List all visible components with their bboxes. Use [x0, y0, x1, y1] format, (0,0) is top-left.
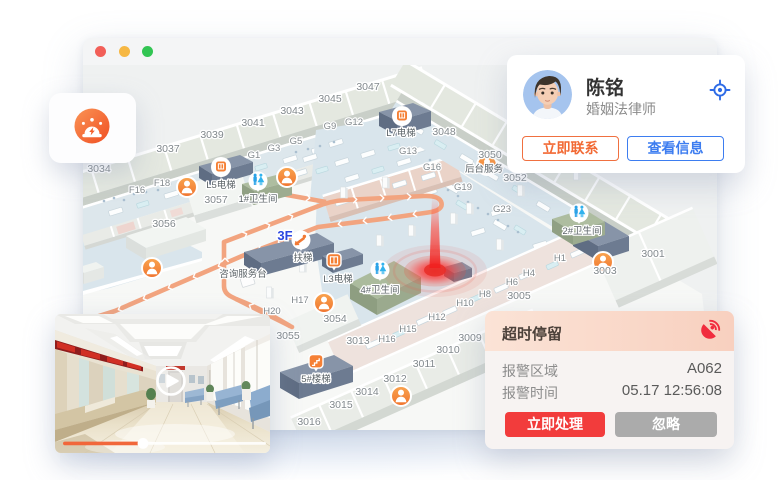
svg-text:3009: 3009 [458, 332, 482, 344]
svg-text:G16: G16 [423, 162, 441, 173]
svg-text:1#卫生间: 1#卫生间 [238, 193, 277, 205]
svg-text:3056: 3056 [152, 218, 176, 230]
svg-text:3001: 3001 [641, 248, 665, 260]
svg-text:G19: G19 [454, 182, 472, 193]
svg-text:3045: 3045 [318, 93, 342, 105]
svg-text:4#卫生间: 4#卫生间 [360, 284, 399, 296]
svg-text:L7电梯: L7电梯 [386, 127, 416, 139]
svg-text:3011: 3011 [413, 358, 436, 370]
svg-text:H8: H8 [479, 289, 491, 300]
svg-text:3050: 3050 [478, 149, 502, 161]
svg-text:G23: G23 [493, 204, 511, 215]
svg-text:G9: G9 [324, 121, 337, 132]
svg-text:F18: F18 [154, 178, 170, 189]
svg-text:后台服务: 后台服务 [465, 163, 504, 175]
svg-text:3010: 3010 [436, 344, 460, 356]
svg-text:3057: 3057 [204, 194, 228, 206]
svg-text:G5: G5 [290, 136, 303, 147]
svg-text:H4: H4 [523, 268, 535, 279]
svg-text:H6: H6 [506, 277, 518, 288]
svg-text:3037: 3037 [156, 143, 180, 155]
svg-text:L3电梯: L3电梯 [323, 273, 353, 285]
svg-text:3048: 3048 [432, 126, 456, 138]
svg-text:3039: 3039 [200, 129, 224, 141]
svg-text:3F: 3F [277, 228, 292, 243]
svg-text:3043: 3043 [280, 105, 304, 117]
svg-text:3005: 3005 [507, 290, 531, 302]
svg-text:咨询服务台: 咨询服务台 [219, 268, 267, 280]
svg-text:H17: H17 [291, 295, 308, 306]
svg-text:扶梯: 扶梯 [293, 252, 313, 264]
svg-text:F16: F16 [129, 185, 145, 196]
svg-text:3015: 3015 [329, 399, 353, 411]
svg-text:G1: G1 [248, 150, 261, 161]
svg-text:3047: 3047 [356, 81, 380, 93]
svg-text:H15: H15 [399, 324, 416, 335]
svg-text:2#卫生间: 2#卫生间 [562, 225, 601, 237]
svg-text:3055: 3055 [276, 330, 300, 342]
svg-text:L5电梯: L5电梯 [206, 179, 236, 191]
svg-text:3014: 3014 [355, 386, 379, 398]
svg-text:3012: 3012 [383, 373, 407, 385]
svg-text:3052: 3052 [503, 172, 527, 184]
svg-text:3041: 3041 [241, 117, 265, 129]
svg-text:G3: G3 [268, 143, 281, 154]
svg-text:G13: G13 [399, 146, 417, 157]
svg-text:3016: 3016 [297, 416, 321, 428]
svg-text:G12: G12 [345, 117, 363, 128]
svg-text:3054: 3054 [323, 313, 347, 325]
svg-text:H1: H1 [554, 253, 566, 264]
svg-text:3003: 3003 [593, 265, 617, 277]
svg-text:H16: H16 [378, 334, 395, 345]
svg-text:H12: H12 [428, 312, 445, 323]
svg-text:3034: 3034 [87, 163, 111, 175]
svg-text:5#楼梯: 5#楼梯 [301, 373, 331, 385]
svg-text:3013: 3013 [346, 335, 370, 347]
svg-text:H10: H10 [456, 298, 473, 309]
